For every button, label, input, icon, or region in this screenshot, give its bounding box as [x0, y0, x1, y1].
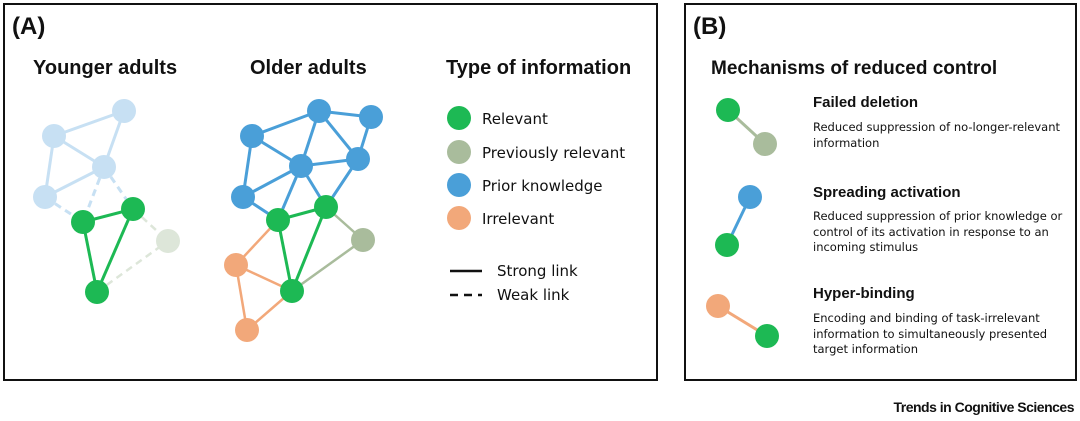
legend-label-prior-knowledge: Prior knowledge: [482, 177, 603, 195]
node-previously-relevant: [156, 229, 180, 253]
link: [291, 238, 364, 293]
node-prior-knowledge: [307, 99, 331, 123]
legend: [447, 106, 482, 297]
failed-deletion-description: Reduced suppression of no-longer-relevan…: [813, 120, 1061, 150]
legend-label-irrelevant: Irrelevant: [482, 210, 555, 228]
node-relevant: [85, 280, 109, 304]
legend-label-relevant: Relevant: [482, 110, 548, 128]
node-relevant: [71, 210, 95, 234]
link: [290, 206, 328, 292]
mechanisms-title: Mechanisms of reduced control: [711, 58, 998, 79]
legend-swatch-prior-knowledge: [447, 173, 471, 197]
node-relevant: [314, 195, 338, 219]
node-prior-knowledge: [231, 185, 255, 209]
panel-a-label: (A): [12, 13, 46, 40]
weak-link-label: Weak link: [497, 286, 570, 304]
strong-link-label: Strong link: [497, 262, 578, 280]
node-prior-knowledge: [92, 155, 116, 179]
legend-swatch-previously-relevant: [447, 140, 471, 164]
publisher-credit: Trends in Cognitive Sciences: [893, 399, 1074, 415]
node-relevant: [280, 279, 304, 303]
hyper-binding-title: Hyper-binding: [813, 285, 915, 302]
node-previously-relevant: [351, 228, 375, 252]
hyper-binding-description: Encoding and binding of task-irrelevant …: [813, 311, 1048, 356]
node-prior-knowledge: [42, 124, 66, 148]
failed-deletion-title: Failed deletion: [813, 94, 919, 111]
node-relevant: [121, 197, 145, 221]
younger-network: [33, 99, 180, 304]
node-prior-knowledge: [359, 105, 383, 129]
panel-a: [3, 3, 658, 381]
mechanism-hyper-binding-icon: [706, 294, 779, 348]
link: [276, 219, 294, 292]
older-adults-title: Older adults: [250, 57, 367, 79]
mechanism-spreading-activation-icon: [715, 185, 762, 257]
node-relevant: [266, 208, 290, 232]
type-of-information-title: Type of information: [446, 57, 632, 79]
younger-adults-title: Younger adults: [33, 57, 178, 79]
legend-label-previously-relevant: Previously relevant: [482, 144, 626, 162]
node-prior-knowledge: [346, 147, 370, 171]
node-prior-knowledge: [33, 185, 57, 209]
legend-swatch-relevant: [447, 106, 471, 130]
older-network: [224, 99, 383, 342]
link: [53, 109, 125, 138]
node-irrelevant: [224, 253, 248, 277]
link: [95, 208, 135, 293]
node-irrelevant: [235, 318, 259, 342]
spreading-activation-title: Spreading activation: [813, 184, 961, 201]
node-prior-knowledge: [289, 154, 313, 178]
node-prior-knowledge: [112, 99, 136, 123]
legend-swatch-irrelevant: [447, 206, 471, 230]
spreading-activation-description: Reduced suppression of prior knowledge o…: [813, 209, 1063, 254]
mechanism-failed-deletion-icon: [716, 98, 777, 156]
link: [96, 239, 169, 294]
node-prior-knowledge: [240, 124, 264, 148]
panel-b-label: (B): [693, 13, 727, 40]
